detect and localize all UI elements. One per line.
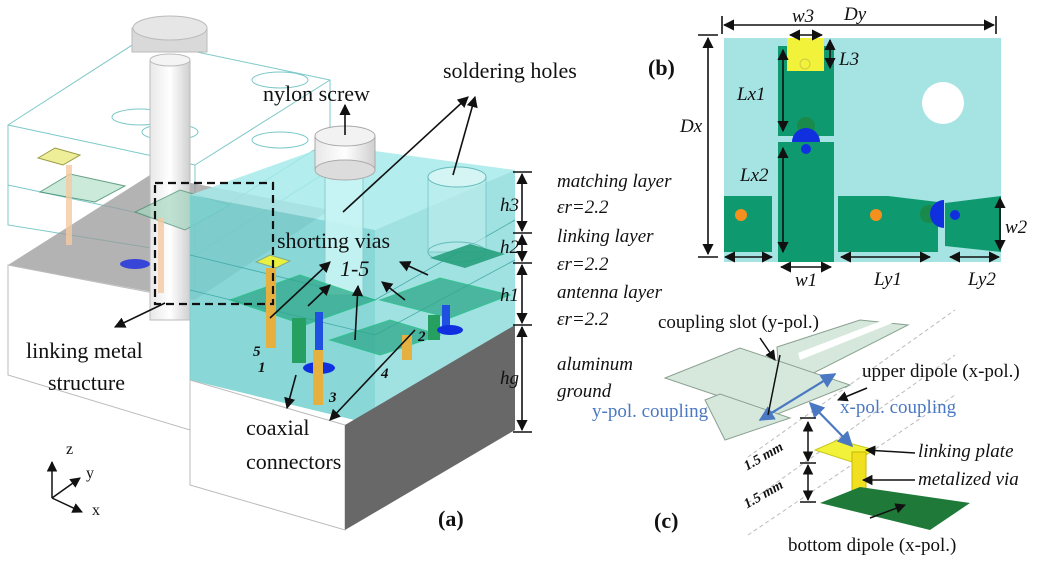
linking-plate-top — [787, 38, 824, 71]
label-nylon-screw: nylon screw — [263, 81, 370, 106]
dim-Dx: Dx — [680, 116, 703, 137]
upper-dipole-arm-y — [798, 310, 910, 360]
feed-blue-dot-2 — [950, 210, 960, 220]
panel-a-label: (a) — [438, 506, 464, 531]
axis-y-label: y — [86, 465, 94, 482]
upper-linking-dipole — [430, 244, 505, 268]
panel-b — [698, 16, 1006, 273]
label-soldering-holes: soldering holes — [443, 58, 577, 83]
axis-z-label: z — [66, 441, 74, 458]
panel-b-label: (b) — [648, 55, 675, 80]
front-dipole-plate — [378, 277, 512, 319]
via-3 — [313, 350, 323, 405]
dim-w1: w1 — [795, 270, 818, 291]
label-coupling-slot: coupling slot (y-pol.) — [658, 312, 819, 333]
soldering-hole — [427, 166, 487, 263]
via-5 — [266, 268, 276, 348]
axes-triad — [46, 460, 83, 513]
dim-Lx1: Lx1 — [737, 84, 766, 105]
panel-c-callouts — [759, 337, 916, 519]
dim-h3: h3 — [500, 195, 519, 216]
y-pol-coupling-arrow — [758, 373, 837, 421]
feed-blue-2 — [442, 305, 450, 330]
x-pol-coupling-arrow — [808, 401, 854, 448]
label-coaxial-line2: connectors — [246, 449, 342, 474]
via-number-2: 2 — [418, 329, 426, 345]
via-number-1: 1 — [258, 360, 266, 376]
feed-blue-1 — [315, 312, 323, 362]
via-number-5: 5 — [253, 344, 261, 360]
dim-Ly1: Ly1 — [874, 269, 902, 290]
via-green — [292, 318, 306, 363]
label-coaxial-line1: coaxial — [246, 415, 310, 440]
layer-ground-line1: aluminum — [557, 354, 633, 375]
back-via — [66, 165, 72, 245]
dim-w2: w2 — [1005, 217, 1028, 238]
label-x-pol-coupling: x-pol. coupling — [840, 397, 957, 418]
front-nylon-screw — [314, 125, 376, 296]
linking-structure-dashed-box — [153, 181, 275, 306]
back-nylon-screw — [131, 15, 208, 321]
soldering-hole-top — [922, 82, 964, 124]
back-linking-plate — [36, 147, 82, 166]
label-linking-metal-line2: structure — [48, 370, 125, 395]
panel-c-label: (c) — [654, 508, 679, 533]
dim-hg: hg — [500, 368, 519, 389]
panel-b-dimensions — [698, 16, 1006, 273]
axis-x-label: x — [92, 502, 100, 519]
label-linking-plate: linking plate — [918, 441, 1014, 462]
via-4 — [402, 335, 412, 360]
label-shorting-vias: shorting vias — [277, 228, 391, 253]
feed-blue-2-flange — [437, 325, 463, 335]
layer-ground-line2: ground — [557, 381, 612, 402]
layer-antenna-er: εr=2.2 — [557, 309, 609, 330]
dipole-arm-ly1 — [838, 196, 938, 252]
via-number-3: 3 — [329, 390, 337, 406]
back-feed-blue — [120, 259, 150, 269]
dim-Ly2: Ly2 — [968, 269, 996, 290]
dim-h2: h2 — [500, 237, 519, 258]
label-upper-dipole: upper dipole (x-pol.) — [862, 361, 1020, 382]
panel-c — [663, 309, 970, 536]
layer-linking-er: εr=2.2 — [557, 254, 609, 275]
feed-blue-half — [792, 128, 820, 142]
dim-h1: h1 — [500, 285, 519, 306]
dipole-arm-lx2 — [778, 142, 834, 262]
via-green-2 — [428, 315, 440, 340]
back-via — [158, 218, 164, 293]
layer-matching-name: matching layer — [557, 171, 672, 192]
dim-Dy: Dy — [844, 4, 867, 25]
callout-arrows — [113, 95, 478, 421]
layer-dimension-bars — [513, 171, 532, 433]
aluminum-ground-side — [345, 325, 515, 530]
label-y-pol-coupling: y-pol. coupling — [592, 401, 709, 422]
dim-w3: w3 — [792, 6, 815, 27]
via-number-4: 4 — [381, 366, 389, 382]
layer-matching-er: εr=2.2 — [557, 197, 609, 218]
dipole-arm-left — [724, 196, 772, 252]
label-shorting-vias-range: 1-5 — [340, 256, 370, 281]
feed-blue-dot — [801, 144, 811, 154]
layer-antenna-name: antenna layer — [557, 282, 663, 303]
feed-blue-half-2 — [930, 200, 944, 228]
dim-L3: L3 — [839, 49, 860, 70]
back-dipole-plate — [38, 173, 127, 203]
label-bottom-dipole: bottom dipole (x-pol.) — [788, 535, 957, 556]
dim-Lx2: Lx2 — [740, 165, 769, 186]
layer-linking-name: linking layer — [557, 226, 654, 247]
label-linking-metal-line1: linking metal — [26, 338, 143, 363]
panel-a — [7, 15, 532, 531]
label-metalized-via: metalized via — [918, 469, 1019, 490]
dipole-arm-ly2 — [945, 196, 1001, 252]
